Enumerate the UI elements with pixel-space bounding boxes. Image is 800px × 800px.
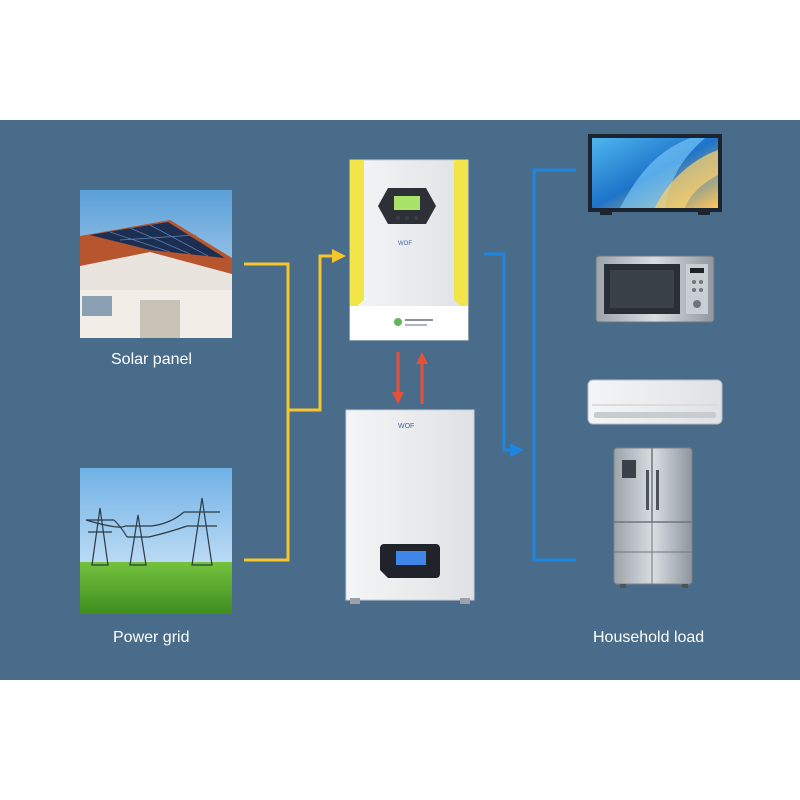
solar-panel-label: Solar panel: [111, 351, 192, 368]
battery-flow-arrows: [392, 352, 428, 404]
output-flow-lines: [484, 168, 576, 562]
power-grid-label: Power grid: [113, 629, 190, 646]
inverter-brand: WOF: [398, 241, 412, 247]
microwave-icon: [595, 255, 715, 323]
input-flow-lines: [244, 254, 334, 562]
power-grid-photo: [80, 468, 232, 614]
battery-icon: WOF: [345, 409, 475, 604]
refrigerator-icon: [613, 447, 693, 588]
leaf-logo-icon: [394, 318, 402, 326]
inverter-icon: WOF: [349, 159, 469, 341]
tv-icon: [588, 134, 722, 215]
household-load-label: Household load: [593, 629, 705, 646]
input-arrowhead: [332, 249, 346, 263]
battery-brand: WOF: [398, 423, 414, 430]
air-conditioner-icon: [587, 379, 723, 425]
solar-panel-photo: [80, 190, 232, 338]
output-arrowhead: [510, 443, 524, 457]
